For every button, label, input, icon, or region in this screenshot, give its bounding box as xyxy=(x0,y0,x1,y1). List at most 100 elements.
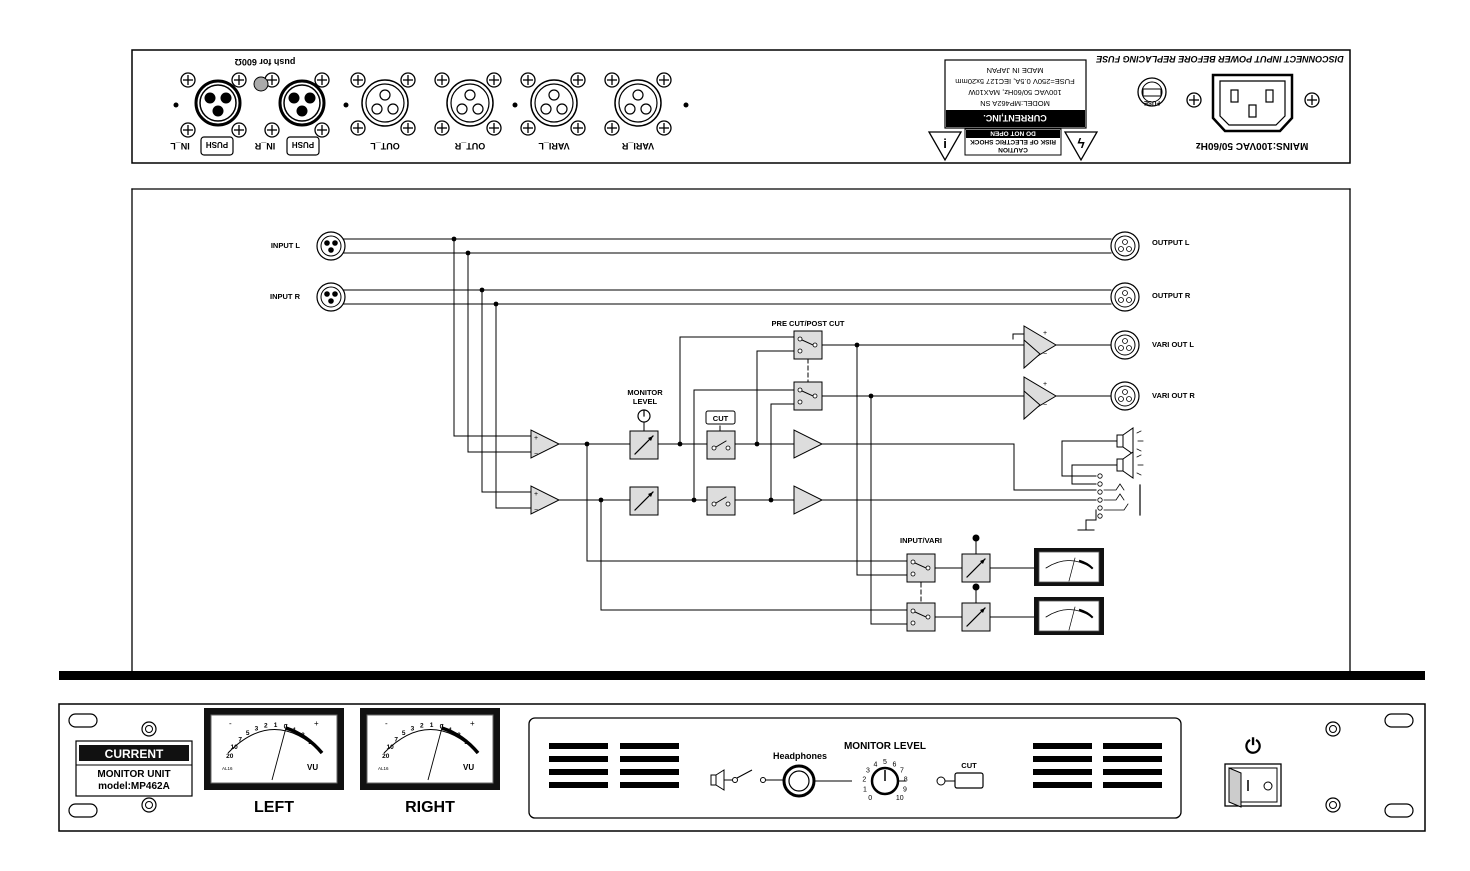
caution-title: CAUTION xyxy=(998,146,1028,153)
screw-icon xyxy=(350,72,366,88)
mains-inlet-connector[interactable] xyxy=(1211,73,1294,133)
svg-text:+: + xyxy=(470,719,475,728)
meter-right-label: RIGHT xyxy=(405,799,455,816)
push-release-button[interactable] xyxy=(200,136,234,156)
screw-icon xyxy=(400,120,416,136)
meter-scale-label: 0 xyxy=(440,723,444,730)
screw-icon xyxy=(1325,797,1341,813)
headphones-label: Headphones xyxy=(773,751,827,761)
svg-text:-: - xyxy=(229,719,232,728)
xlr-input-l-connector[interactable] xyxy=(194,79,242,127)
xlr-vari-l-connector[interactable] xyxy=(530,79,578,127)
rack-ear-slot xyxy=(1384,803,1414,818)
monitor-level-knob[interactable] xyxy=(870,766,900,796)
brand-name: CURRENT xyxy=(105,747,164,761)
control-subpanel xyxy=(528,717,1182,819)
meter-left-label: LEFT xyxy=(254,799,294,816)
screw-icon xyxy=(1325,721,1341,737)
screw-icon xyxy=(231,122,247,138)
meter-trim-l-icon xyxy=(961,553,991,583)
input-amp-l-icon: + − xyxy=(530,429,561,459)
vari-r-label: VARI_R xyxy=(621,141,654,151)
fuse-label: FUSE xyxy=(1144,99,1160,105)
output-l-label: OUTPUT L xyxy=(1152,238,1190,247)
meter-scale-label: 7 xyxy=(238,736,242,743)
rating-maker: CURRENT,INC. xyxy=(983,113,1047,123)
input-vari-switch-l-icon xyxy=(906,553,936,583)
vu-meter-r-icon xyxy=(1034,597,1104,635)
screw-icon xyxy=(604,72,620,88)
rack-ear-slot xyxy=(68,713,98,728)
push-release-button[interactable] xyxy=(286,136,320,156)
screw-icon xyxy=(434,72,450,88)
headphone-speaker-icon xyxy=(710,769,783,791)
product-name: MONITOR UNIT xyxy=(97,769,170,780)
xlr-input-r-connector[interactable] xyxy=(278,79,326,127)
screw-icon xyxy=(520,72,536,88)
meter-scale-label: 1 xyxy=(449,727,453,734)
meter-scale-label: 20 xyxy=(226,753,234,760)
vari-out-l-label: VARI OUT L xyxy=(1152,340,1194,349)
xlr-output-l-connector[interactable] xyxy=(361,79,409,127)
svg-text:+: + xyxy=(1043,330,1047,337)
xlr-output-r-connector[interactable] xyxy=(446,79,494,127)
fuse-holder[interactable]: FUSE xyxy=(1137,77,1167,107)
meter-scale-label: 5 xyxy=(402,730,406,737)
meter-scale-label: 10 xyxy=(386,744,394,751)
meter-scale-label: 2 xyxy=(264,723,268,730)
headphone-amp-l-icon xyxy=(793,429,824,459)
meter-scale-label: 3 xyxy=(255,725,259,732)
screw-icon xyxy=(314,122,330,138)
screw-icon xyxy=(656,72,672,88)
vari-out-r-amp-icon: + − xyxy=(1023,376,1057,421)
output-r-label: OUTPUT R xyxy=(1152,291,1191,300)
knob-scale-label: 5 xyxy=(883,759,887,766)
monitor-level-label: MONITOR LEVEL xyxy=(844,741,926,752)
screw-icon xyxy=(604,120,620,136)
front-panel: CURRENT MONITOR UNIT model:MP462A VU AL1… xyxy=(58,671,1426,832)
meter-scale-label: 1 xyxy=(430,722,434,729)
vari-l-label: VARI_L xyxy=(538,141,570,151)
knob-scale-label: 7 xyxy=(900,768,904,775)
power-switch[interactable] xyxy=(1224,763,1282,808)
svg-text:+: + xyxy=(314,719,319,728)
screw-icon xyxy=(1186,92,1202,108)
meter-scale-label: 20 xyxy=(382,753,390,760)
cut-button[interactable] xyxy=(954,772,984,789)
in-r-label: IN_R xyxy=(254,141,275,151)
meter-scale-label: 2 xyxy=(457,732,461,739)
meter-scale-label: 7 xyxy=(394,736,398,743)
vu-meter-right: VU AL16 - + xyxy=(360,708,500,790)
screw-icon xyxy=(400,72,416,88)
knob-scale-label: 0 xyxy=(868,795,872,802)
push-600-label: push for 600Ω xyxy=(235,57,296,67)
rear-panel: PUSH IN_L PUSH IN_R push for 600Ω OUT_L … xyxy=(131,49,1351,164)
rack-ear-slot xyxy=(1384,713,1414,728)
cut-label: CUT xyxy=(713,414,729,423)
caution-line2: DO NOT OPEN xyxy=(990,130,1036,137)
svg-text:-: - xyxy=(385,719,388,728)
vari-out-l-connector-icon xyxy=(1110,330,1140,360)
svg-text:−: − xyxy=(1043,402,1047,409)
meter-trim-r-icon xyxy=(961,602,991,632)
cut-led-icon xyxy=(936,776,946,786)
meter-scale-label: 3 xyxy=(308,739,312,746)
out-r-label: OUT_R xyxy=(454,141,485,151)
knob-scale-label: 4 xyxy=(874,761,878,768)
xlr-vari-r-connector[interactable] xyxy=(614,79,662,127)
output-l-connector-icon xyxy=(1110,231,1140,261)
knob-scale-label: 6 xyxy=(893,761,897,768)
cut-button-label: CUT xyxy=(961,761,977,770)
screw-icon xyxy=(350,120,366,136)
600-ohm-push-button[interactable] xyxy=(253,76,269,92)
screw-icon xyxy=(520,120,536,136)
caution-line1: RISK OF ELECTRIC SHOCK xyxy=(970,138,1056,145)
meter-scale-label: 3 xyxy=(411,725,415,732)
knob-scale-label: 10 xyxy=(896,795,904,802)
push-label: PUSH xyxy=(206,140,228,149)
monitor-level-label-1: MONITOR xyxy=(627,388,663,397)
rack-divider-bar xyxy=(59,671,1425,680)
in-l-label: IN_L xyxy=(170,141,190,151)
svg-text:+: + xyxy=(1043,381,1047,388)
headphones-jack[interactable] xyxy=(782,764,816,798)
